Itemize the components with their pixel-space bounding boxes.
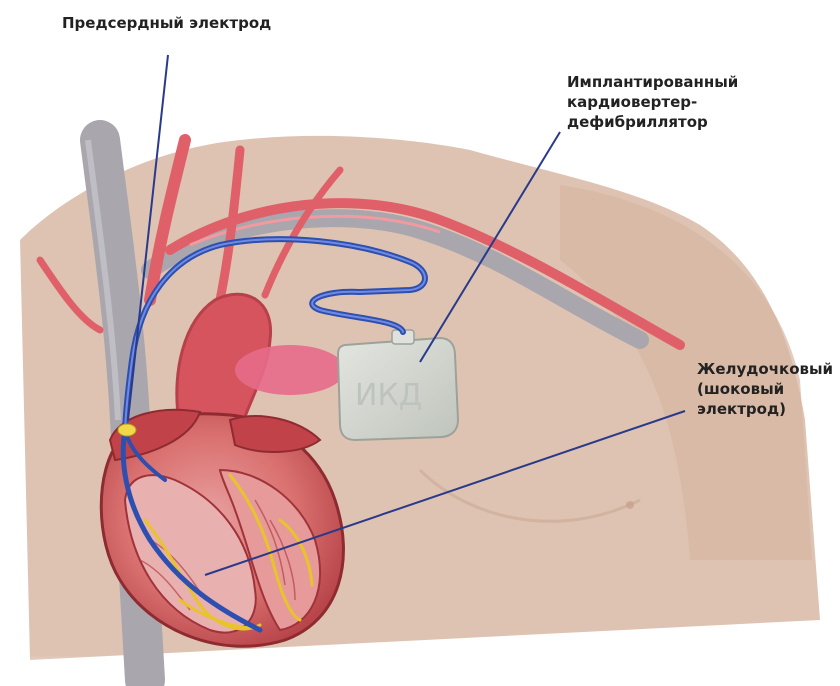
atrial-lead-tip — [118, 424, 136, 436]
pulmonary-trunk — [235, 345, 345, 395]
label-atrial-lead: Предсердный электрод — [62, 13, 271, 33]
label-icd: Имплантированный кардиовертер- дефибрилл… — [567, 72, 738, 132]
icd-device: ИКД — [338, 330, 458, 440]
label-ventricular-lead: Желудочковый (шоковый электрод) — [697, 359, 833, 419]
nipple — [626, 501, 634, 509]
icd-device-label: ИКД — [355, 378, 422, 413]
